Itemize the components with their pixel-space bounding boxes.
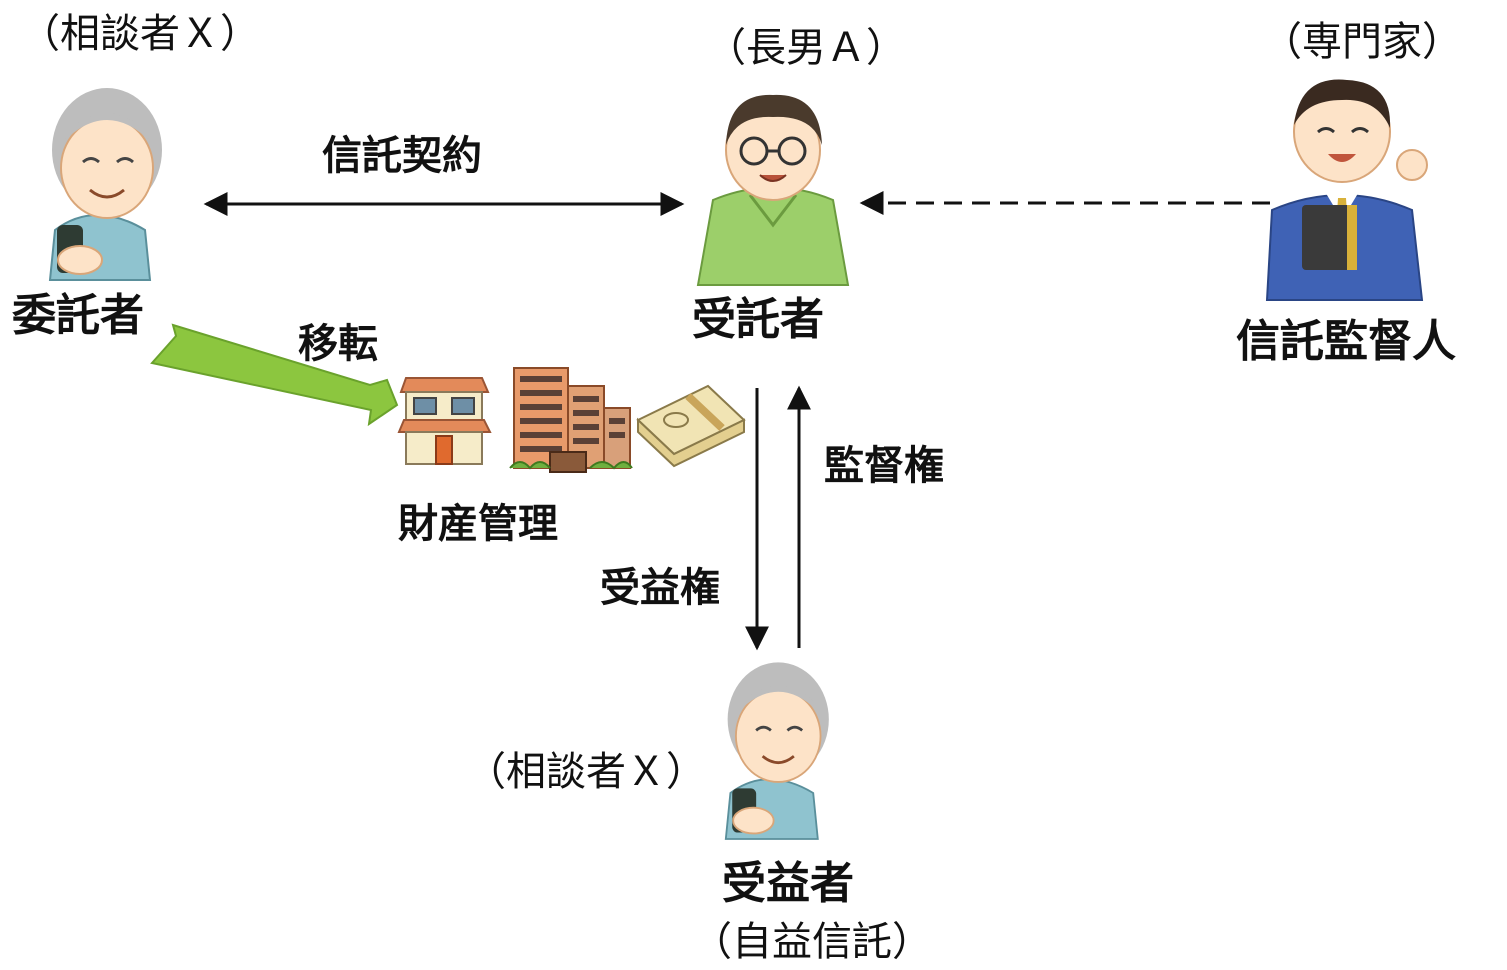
- cash-bundle-icon: [636, 384, 746, 468]
- expert-icon: [1265, 79, 1428, 301]
- supervisor-role: 信託監督人: [1236, 316, 1456, 367]
- supervisor-note: （専門家）: [1262, 19, 1462, 65]
- elderly-man-icon: [724, 662, 829, 840]
- property-label: 財産管理: [398, 501, 558, 547]
- transfer-label: 移転: [298, 321, 378, 367]
- beneficiary-role: 受益者: [722, 858, 854, 909]
- contract-label: 信託契約: [322, 133, 482, 179]
- apartment-icon: [509, 367, 633, 473]
- trustee-note: （長男Ａ）: [706, 25, 906, 71]
- supervision-right-label: 監督権: [824, 443, 944, 489]
- settlor-role: 委託者: [12, 290, 144, 341]
- house-icon: [397, 377, 492, 465]
- son-icon: [696, 94, 850, 286]
- elderly-man-icon: [48, 88, 162, 281]
- benefit-right-label: 受益権: [600, 565, 720, 611]
- beneficiary-note: （相談者Ｘ）: [466, 749, 706, 795]
- trustee-role: 受託者: [692, 294, 824, 345]
- beneficiary-sub: （自益信託）: [692, 919, 932, 965]
- settlor-note: （相談者Ｘ）: [20, 11, 260, 57]
- transfer-arrow: [150, 323, 399, 427]
